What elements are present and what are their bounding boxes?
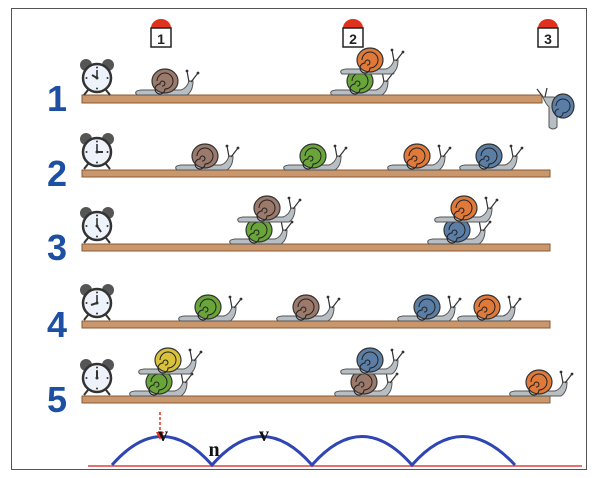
marker-cap bbox=[151, 19, 171, 28]
blue-snail-icon bbox=[397, 294, 462, 322]
plank-5 bbox=[81, 395, 551, 404]
marker-box bbox=[342, 27, 364, 48]
green-snail-icon bbox=[178, 294, 243, 322]
marker-box bbox=[150, 27, 172, 48]
blue-snail-icon bbox=[459, 143, 524, 171]
red-pointer-arrow-icon bbox=[156, 432, 164, 440]
alarm-clock-icon bbox=[78, 131, 116, 171]
plank-1 bbox=[81, 94, 543, 104]
marker-box bbox=[537, 27, 559, 48]
hanging-blue-snail bbox=[536, 87, 575, 130]
row-label-3: 3 bbox=[47, 227, 67, 268]
wave-label-v2: v bbox=[259, 424, 269, 446]
blue-snail-icon bbox=[427, 217, 492, 245]
green-snail-icon bbox=[229, 217, 294, 245]
marker-2: 2 bbox=[342, 19, 364, 48]
plank-4 bbox=[81, 320, 551, 329]
marker-label: 1 bbox=[157, 31, 165, 47]
marker-label: 3 bbox=[544, 31, 552, 47]
brown-snail-icon bbox=[237, 195, 302, 223]
brown-snail-icon bbox=[135, 68, 200, 96]
blue-snail-icon bbox=[340, 347, 405, 375]
marker-cap bbox=[538, 19, 558, 28]
row-label-1: 1 bbox=[47, 78, 67, 119]
orange-snail-icon bbox=[387, 143, 452, 171]
wave-curve bbox=[110, 435, 517, 468]
alarm-clock-icon bbox=[78, 57, 116, 97]
orange-snail-icon bbox=[340, 47, 405, 75]
plank-3 bbox=[81, 243, 551, 252]
wave-label-n: n bbox=[208, 439, 219, 461]
orange-snail-icon bbox=[457, 294, 522, 322]
row-label-5: 5 bbox=[47, 379, 67, 420]
green-snail-icon bbox=[283, 143, 348, 171]
orange-snail-icon bbox=[434, 195, 499, 223]
marker-label: 2 bbox=[349, 31, 357, 47]
marker-cap bbox=[343, 19, 363, 28]
green-snail-icon bbox=[129, 369, 194, 397]
row-label-2: 2 bbox=[47, 153, 67, 194]
alarm-clock-icon bbox=[78, 205, 116, 245]
row-label-4: 4 bbox=[47, 304, 67, 345]
snails-layer bbox=[129, 47, 574, 397]
brown-snail-icon bbox=[276, 294, 341, 322]
plank-2 bbox=[81, 169, 551, 178]
yellow-snail-icon bbox=[138, 347, 203, 375]
alarm-clock-icon bbox=[78, 282, 116, 322]
marker-1: 1 bbox=[150, 19, 172, 48]
orange-snail-icon bbox=[509, 369, 574, 397]
marker-3: 3 bbox=[537, 19, 559, 48]
wave-label-v1: v bbox=[158, 424, 168, 446]
alarm-clock-icon bbox=[78, 357, 116, 397]
brown-snail-icon bbox=[175, 143, 240, 171]
